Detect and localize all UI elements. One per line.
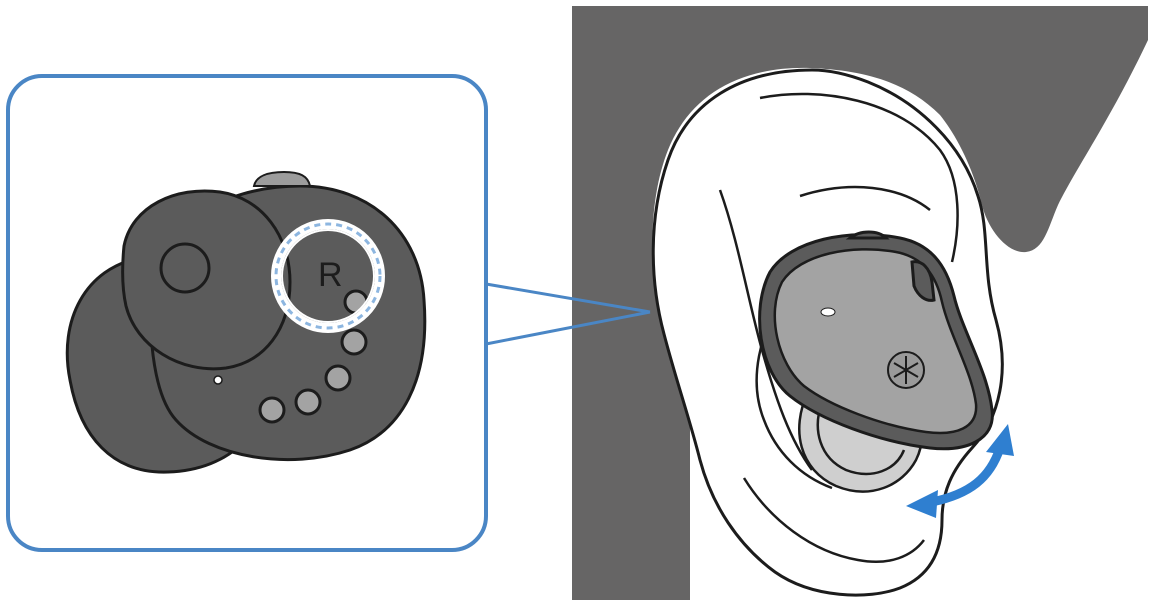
closeup-pinhole: [213, 375, 223, 385]
earbud-closeup: R: [65, 170, 427, 474]
side-label-r: R: [318, 256, 343, 294]
rotate-arrow-icon: [906, 424, 1014, 518]
earbud-in-ear: [758, 230, 994, 493]
earbud-side-button: [910, 260, 936, 302]
earbud-mic-hole: [820, 307, 836, 317]
logo-mark-icon: [887, 351, 925, 389]
earbud-ear-tip-rim: [816, 401, 906, 476]
closeup-charging-contacts: [258, 289, 369, 424]
ear-helix-inner: [759, 92, 959, 263]
closeup-top-nub: [252, 170, 312, 187]
callout-connector: [485, 282, 651, 346]
ear-fold: [799, 185, 931, 211]
ear-lobe-line: [742, 477, 925, 563]
head-silhouette: [572, 6, 1148, 600]
side-label-highlight-ring: [271, 219, 385, 333]
closeup-nozzle-mesh: [159, 242, 211, 294]
earbud-top-edge: [845, 230, 890, 240]
